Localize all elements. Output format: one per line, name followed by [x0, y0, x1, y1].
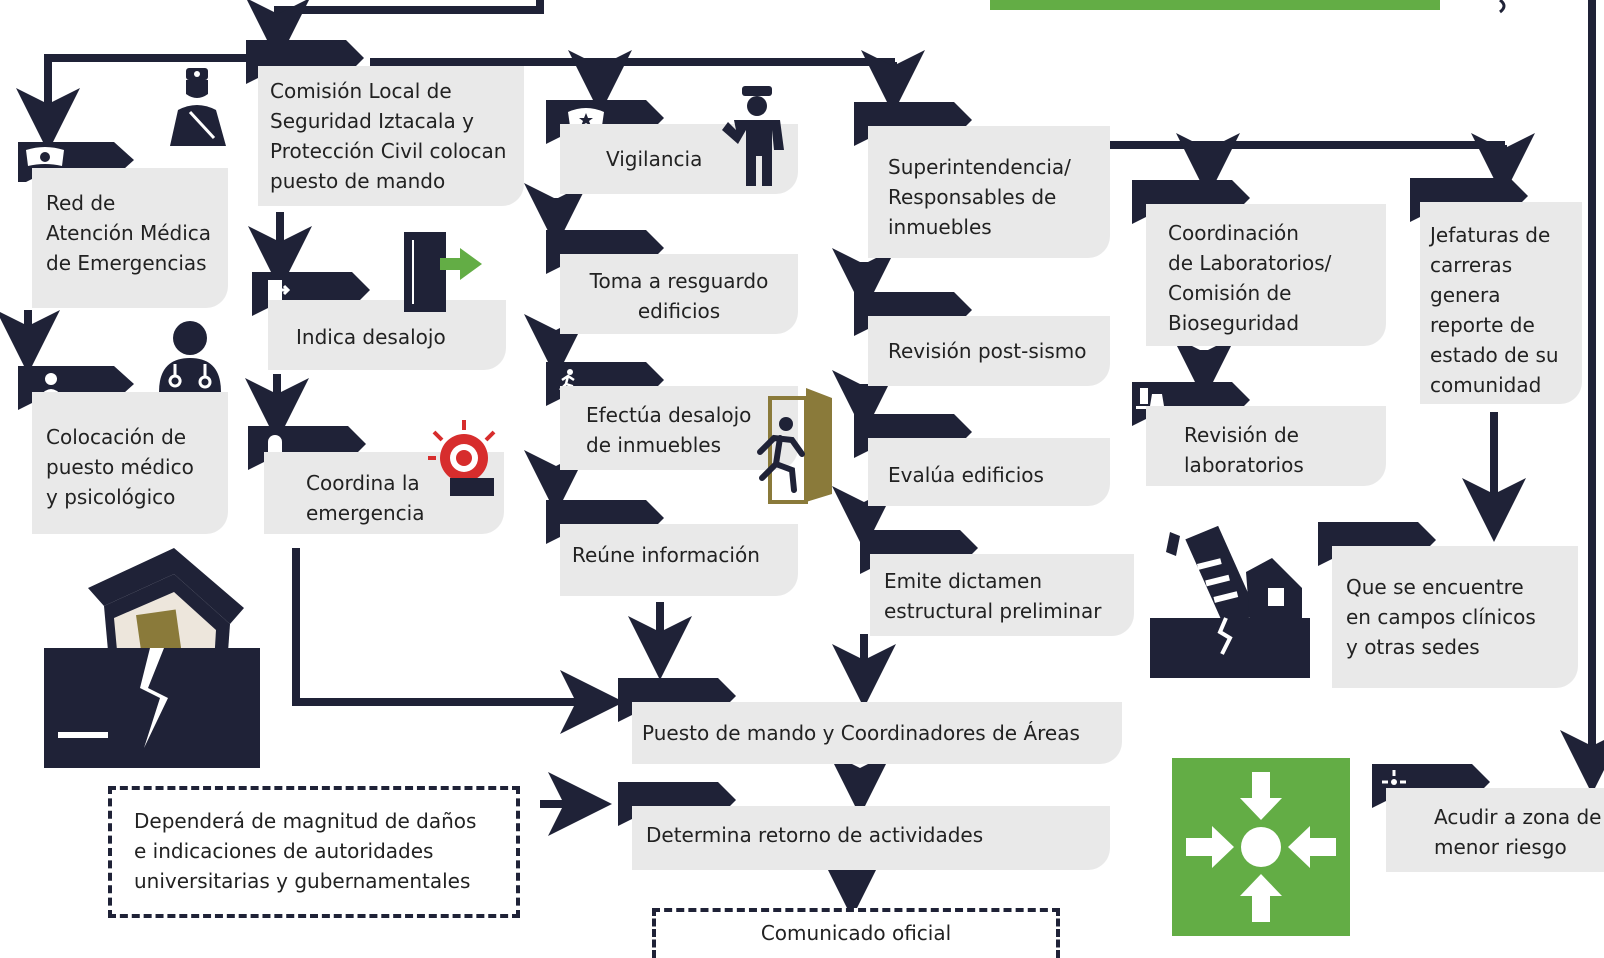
node-reune-informacion: Reúne información	[560, 524, 798, 596]
nurse-cap-icon	[24, 146, 66, 174]
node-toma-resguardo: Toma a resguardo edificios	[560, 254, 798, 334]
doctor-icon	[155, 320, 225, 396]
damaged-lab-icon	[1150, 522, 1310, 686]
running-exit-icon	[750, 388, 840, 512]
guard-icon	[716, 86, 786, 190]
acudir-zona-label: Acudir a zona de menor riesgo	[1434, 805, 1602, 859]
node-efectua-desalojo: Efectúa desalojo de inmuebles	[560, 386, 798, 470]
node-coordinacion-labs: Coordinación de Laboratorios/ Comisión d…	[1146, 204, 1386, 346]
revision-postsismo-label: Revisión post-sismo	[888, 339, 1087, 363]
node-revision-labs: Revisión de laboratorios	[1146, 406, 1386, 486]
revision-labs-label: Revisión de laboratorios	[1184, 423, 1304, 477]
node-jefaturas: Jefaturas de carreras genera reporte de …	[1420, 202, 1582, 404]
indica-desalojo-label: Indica desalojo	[296, 325, 446, 349]
police-cap-icon	[566, 106, 606, 134]
node-puesto-mando: Puesto de mando y Coordinadores de Áreas	[632, 702, 1122, 764]
node-red-atencion: Red de Atención Médica de Emergencias	[32, 168, 228, 308]
efectua-desalojo-label: Efectúa desalojo de inmuebles	[586, 403, 752, 457]
exit-door-small-icon	[266, 278, 291, 306]
node-emite-dictamen: Emite dictamen estructural preliminar	[870, 554, 1134, 636]
red-atencion-label: Red de Atención Médica de Emergencias	[46, 191, 212, 275]
note-dependera: Dependerá de magnitud de daños e indicac…	[108, 786, 520, 918]
reune-informacion-label: Reúne información	[572, 543, 760, 567]
collapsed-house-icon	[44, 548, 260, 772]
determina-retorno-label: Determina retorno de actividades	[646, 823, 984, 847]
comunicado-label: Comunicado oficial	[760, 921, 952, 945]
node-superintendencia: Superintendencia/ Responsables de inmueb…	[868, 126, 1110, 258]
colocacion-puesto-label: Colocación de puesto médico y psicológic…	[46, 425, 194, 509]
node-acudir-zona: Acudir a zona de menor riesgo	[1386, 788, 1604, 872]
siren-icon	[428, 418, 508, 502]
police-officer-icon	[160, 68, 230, 152]
node-determina-retorno: Determina retorno de actividades	[632, 806, 1110, 870]
evalua-edificios-label: Evalúa edificios	[888, 463, 1044, 487]
jefaturas-label: Jefaturas de carreras genera reporte de …	[1430, 223, 1559, 397]
puesto-mando-label: Puesto de mando y Coordinadores de Áreas	[642, 721, 1080, 745]
superintendencia-label: Superintendencia/ Responsables de inmueb…	[888, 155, 1071, 239]
dependera-label: Dependerá de magnitud de daños e indicac…	[134, 809, 477, 893]
node-comunicado: Comunicado oficial	[652, 908, 1060, 958]
node-campos-clinicos: Que se encuentre en campos clínicos y ot…	[1332, 546, 1578, 688]
coordina-emergencia-label: Coordina la emergencia	[306, 471, 425, 525]
vigilancia-label: Vigilancia	[606, 147, 703, 171]
coordinacion-labs-label: Coordinación de Laboratorios/ Comisión d…	[1168, 221, 1332, 335]
node-colocacion-puesto: Colocación de puesto médico y psicológic…	[32, 392, 228, 534]
comision-local-label: Comisión Local de Seguridad Iztacala y P…	[270, 79, 507, 193]
node-indica-desalojo: Indica desalojo	[268, 300, 506, 370]
emite-dictamen-label: Emite dictamen estructural preliminar	[884, 569, 1102, 623]
campos-clinicos-label: Que se encuentre en campos clínicos y ot…	[1346, 575, 1536, 659]
node-evalua-edificios: Evalúa edificios	[868, 438, 1110, 506]
node-revision-postsismo: Revisión post-sismo	[868, 316, 1110, 386]
assembly-point-icon	[1172, 758, 1350, 940]
exit-door-icon	[400, 232, 484, 318]
node-comision-local: Comisión Local de Seguridad Iztacala y P…	[258, 66, 524, 206]
toma-resguardo-label: Toma a resguardo edificios	[589, 269, 769, 323]
